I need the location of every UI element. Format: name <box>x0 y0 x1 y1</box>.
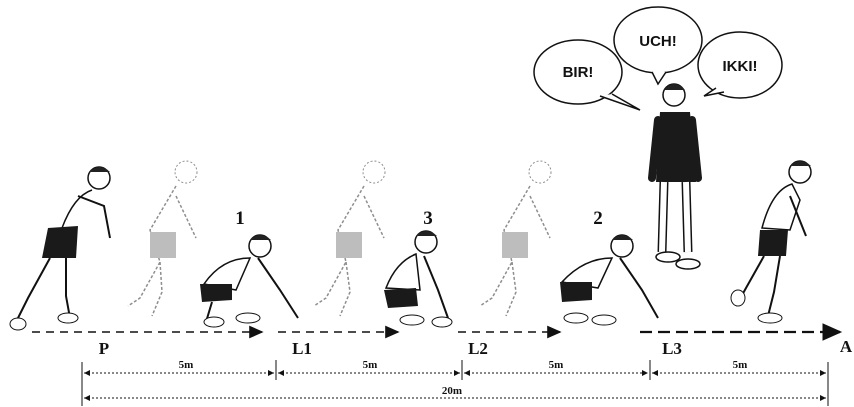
crouching-runner-figure <box>560 234 659 326</box>
distance-segment-3: 5m <box>549 359 564 371</box>
speech-bubble-ikki: IKKI! <box>697 31 783 99</box>
speech-text-uchi: UCH! <box>639 33 677 50</box>
segment-dimension-lines <box>81 360 829 406</box>
coach-figure <box>648 83 702 270</box>
step-number-3: 3 <box>423 208 433 229</box>
crouching-runner-figure <box>384 230 453 328</box>
speech-bubble-uchi: UCH! <box>613 6 703 86</box>
step-number-1: 1 <box>235 208 245 229</box>
ghost-runner-figure <box>127 160 198 317</box>
distance-segment-4: 5m <box>733 359 748 371</box>
marker-finish: A <box>840 337 853 356</box>
runner-start-figure <box>9 166 111 331</box>
marker-start: P <box>99 339 109 358</box>
distance-segment-2: 5m <box>363 359 378 371</box>
marker-line-2: L2 <box>468 339 488 358</box>
speech-text-biri: BIR! <box>563 64 594 81</box>
crouching-runner-figure <box>200 234 299 328</box>
step-number-2: 2 <box>593 208 603 229</box>
distance-total: 20m <box>442 385 462 397</box>
runner-finish-figure <box>730 160 812 324</box>
distance-segment-1: 5m <box>179 359 194 371</box>
speech-text-ikki: IKKI! <box>723 58 758 75</box>
ghost-runner-figure <box>313 160 386 317</box>
marker-line-1: L1 <box>292 339 312 358</box>
speech-bubble-biri: BIR! <box>533 39 641 111</box>
ghost-runner-figure <box>479 160 552 317</box>
marker-line-3: L3 <box>662 339 682 358</box>
